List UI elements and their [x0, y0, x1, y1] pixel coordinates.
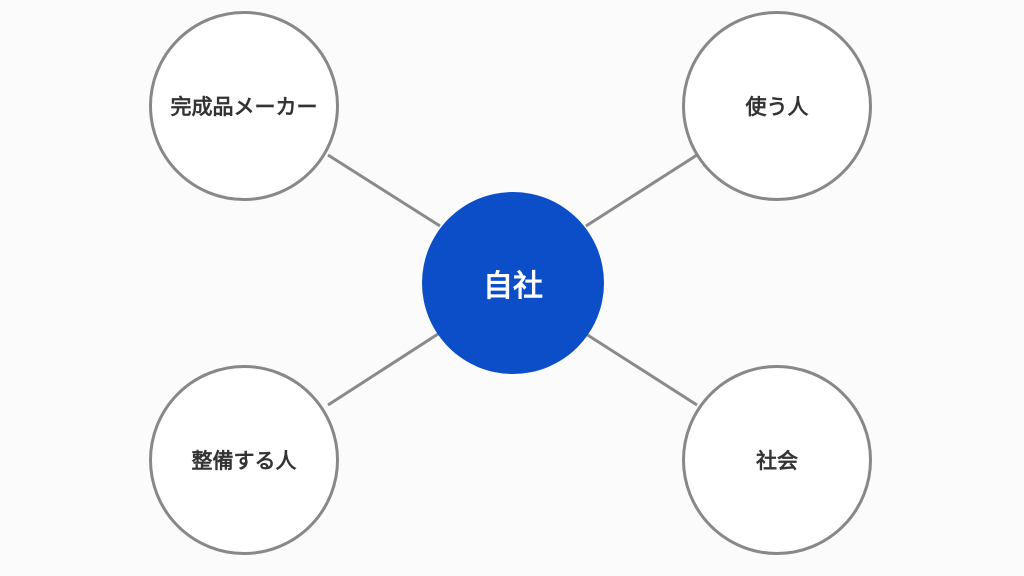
connector-top-left — [327, 153, 441, 228]
connector-bottom-left — [327, 332, 439, 407]
node-society: 社会 — [682, 365, 872, 555]
node-finished-product-maker: 完成品メーカー — [149, 11, 339, 201]
connector-bottom-right — [585, 332, 698, 407]
center-label: 自社 — [483, 269, 543, 304]
node-label: 整備する人 — [191, 449, 297, 473]
connector-top-right — [585, 153, 698, 228]
node-label: 使う人 — [745, 95, 809, 119]
node-label: 社会 — [756, 449, 798, 473]
node-maintainers: 整備する人 — [149, 365, 339, 555]
node-users: 使う人 — [682, 11, 872, 201]
node-own-company: 自社 — [422, 192, 604, 374]
node-label: 完成品メーカー — [170, 95, 318, 119]
